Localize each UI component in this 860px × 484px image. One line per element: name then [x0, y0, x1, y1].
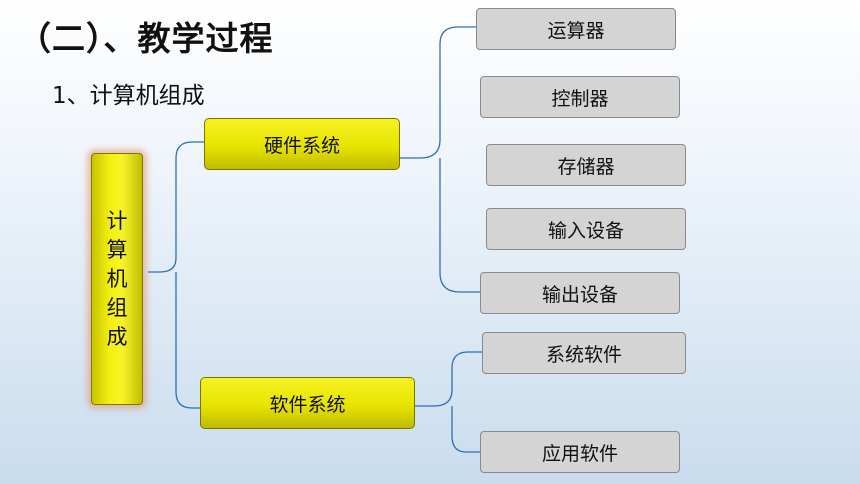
hardware-brace	[398, 26, 476, 159]
hardware-brace-lower	[439, 158, 480, 293]
leaf-label: 系统软件	[545, 343, 622, 366]
leaf-label: 运算器	[547, 19, 605, 42]
leaf-label: 应用软件	[541, 442, 618, 465]
leaf-alu: 运算器	[476, 8, 676, 50]
leaf-label: 输出设备	[541, 283, 618, 306]
root-brace-lower	[175, 272, 200, 409]
leaf-system-software: 系统软件	[482, 332, 686, 374]
section-subtitle: 1、计算机组成	[52, 83, 205, 109]
software-brace-lower	[451, 406, 480, 453]
software-brace	[414, 351, 482, 407]
root-brace	[148, 141, 204, 273]
root-node-computer-composition: 计算机组成	[91, 153, 143, 405]
root-node-label: 计算机组成	[106, 208, 128, 349]
leaf-controller: 控制器	[480, 76, 680, 118]
leaf-output-device: 输出设备	[480, 272, 680, 314]
leaf-label: 输入设备	[547, 219, 624, 242]
branch-hardware-label: 硬件系统	[263, 134, 340, 157]
page-title: （二）、教学过程	[18, 19, 274, 58]
leaf-memory: 存储器	[486, 144, 686, 186]
leaf-application-software: 应用软件	[480, 431, 680, 473]
branch-software-label: 软件系统	[269, 393, 346, 416]
leaf-label: 控制器	[551, 87, 609, 110]
leaf-input-device: 输入设备	[486, 208, 686, 250]
branch-hardware: 硬件系统	[204, 118, 400, 170]
leaf-label: 存储器	[557, 155, 615, 178]
branch-software: 软件系统	[200, 377, 415, 429]
